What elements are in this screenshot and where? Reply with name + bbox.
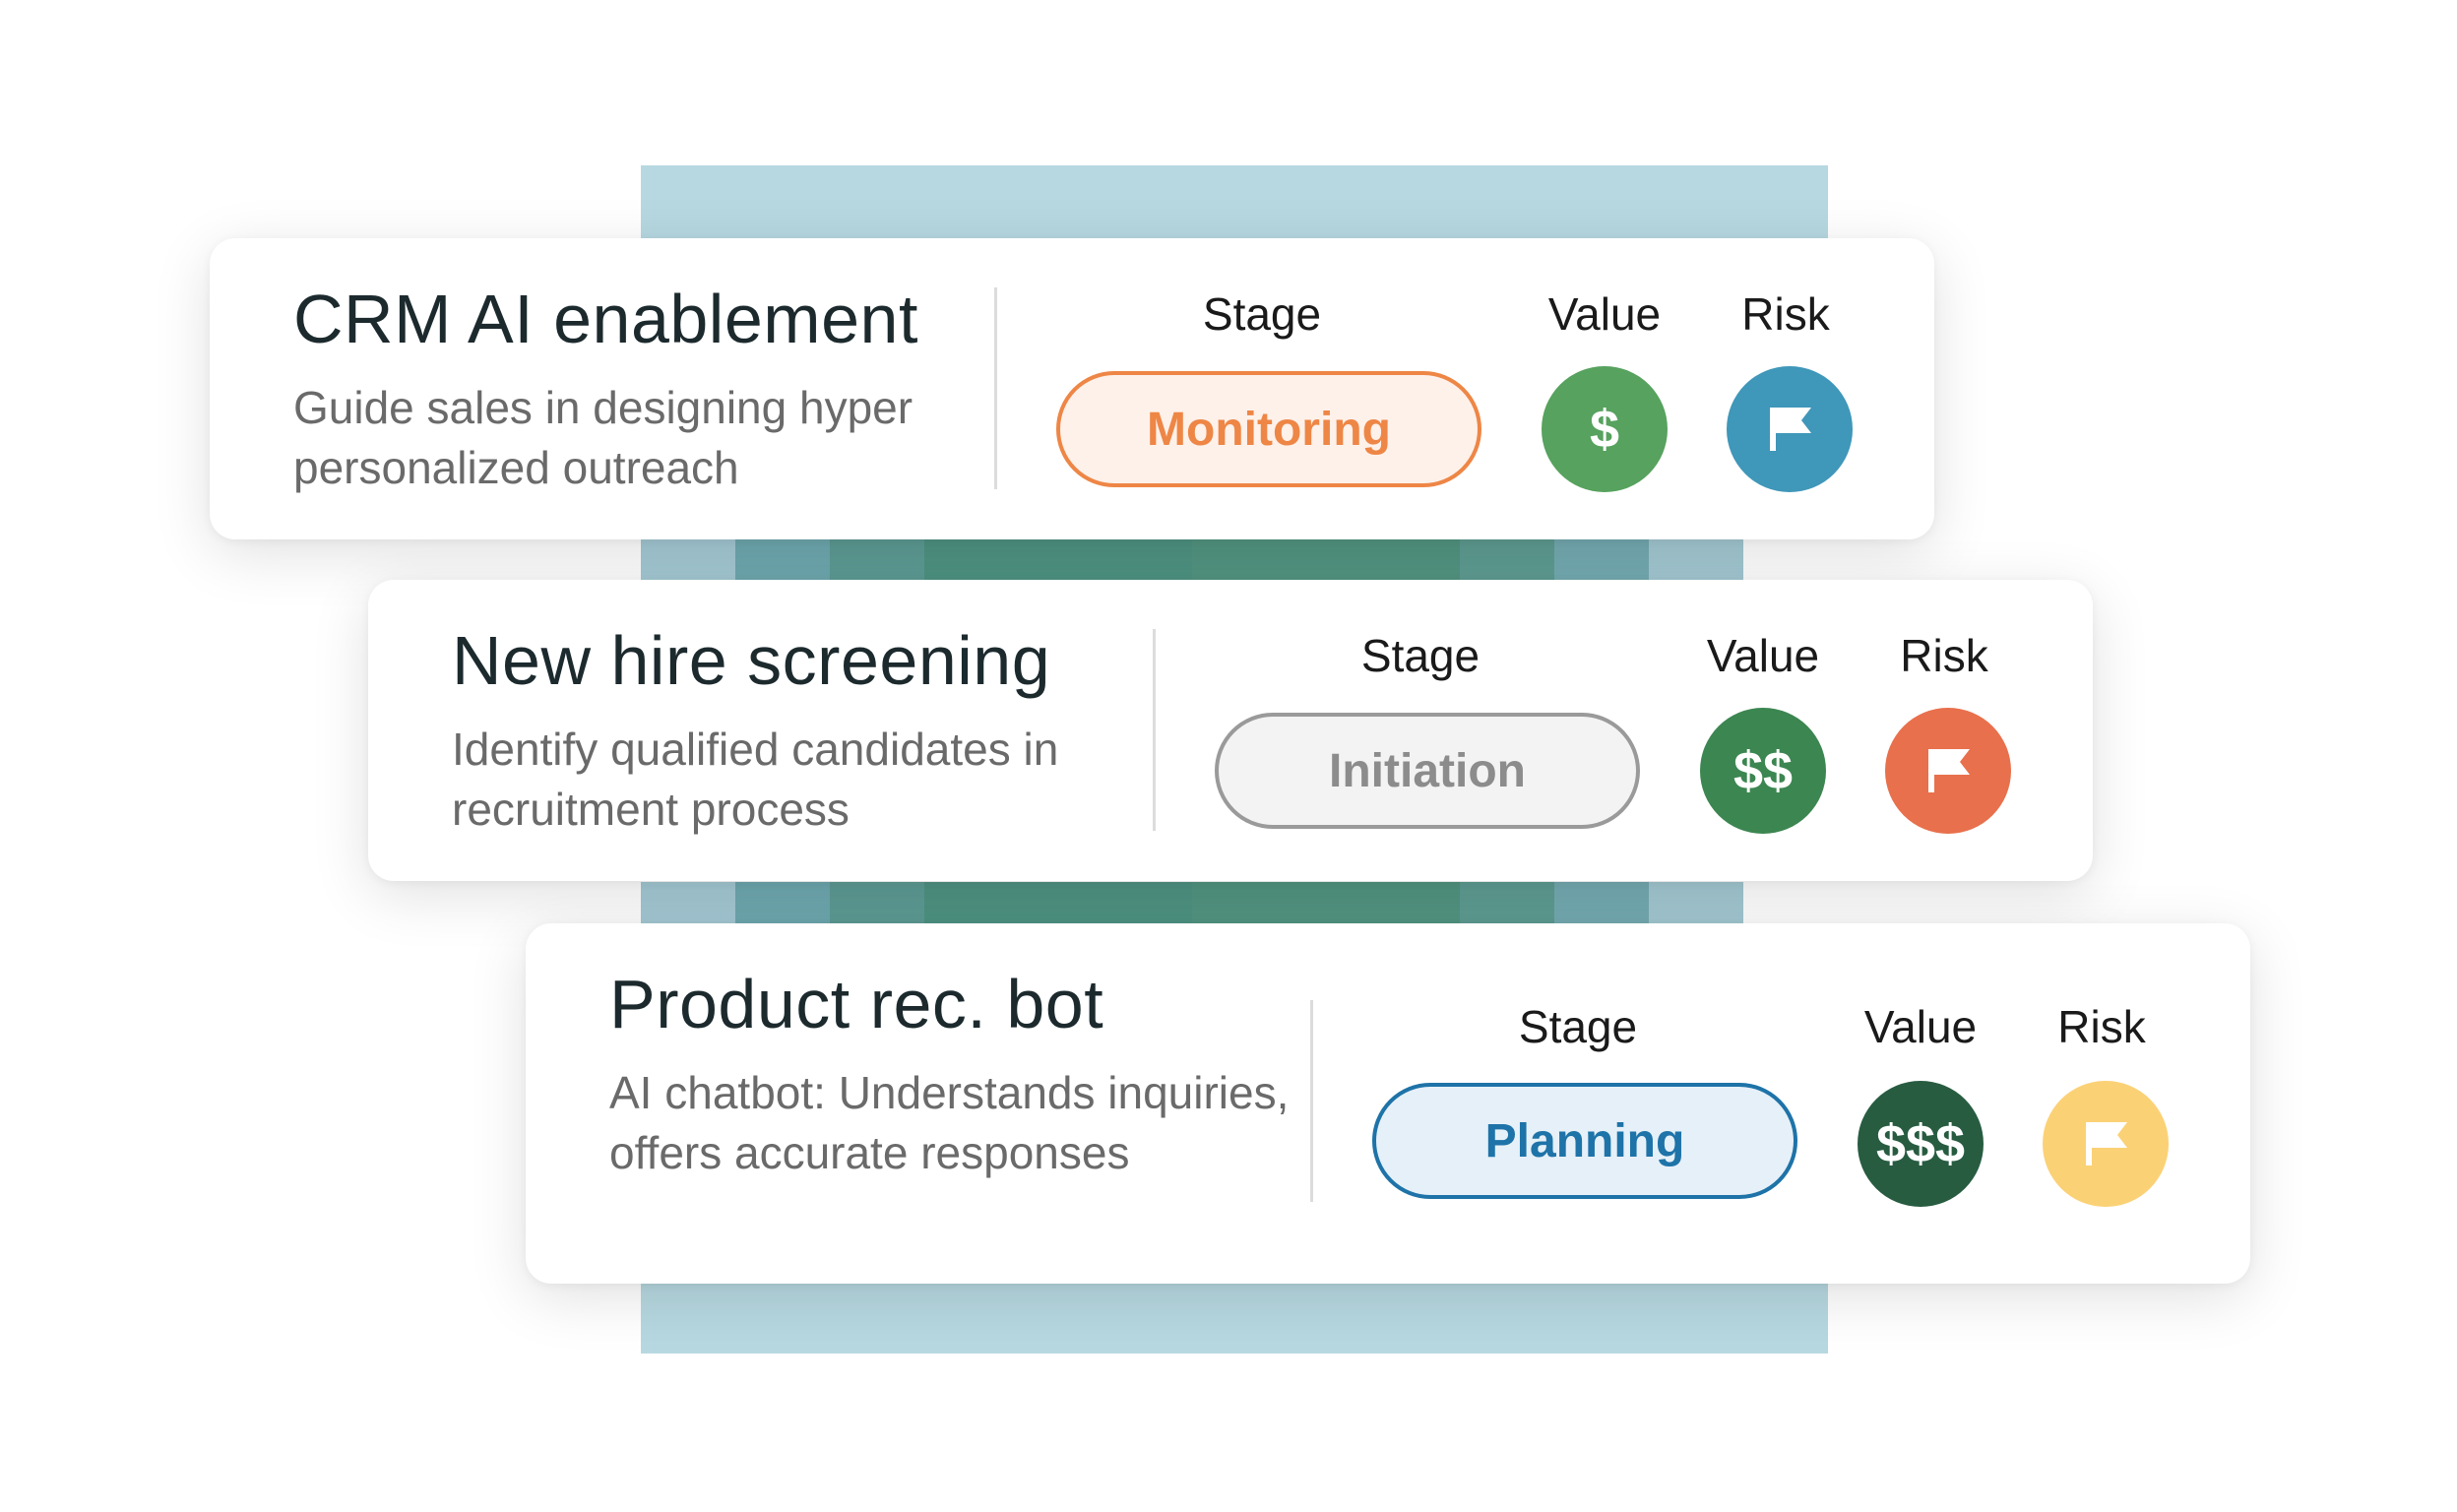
background-band-strip-lower <box>641 882 1828 923</box>
band-segment <box>924 882 1192 923</box>
divider <box>994 287 997 489</box>
value-badge[interactable]: $$ <box>1700 708 1826 834</box>
band-segment <box>1192 539 1460 581</box>
flag-icon <box>1928 749 1970 792</box>
band-segment <box>830 882 924 923</box>
value-badge[interactable]: $$$ <box>1858 1081 1984 1207</box>
project-description: Identify qualified candidates in recruit… <box>452 724 1059 835</box>
band-segment <box>641 539 735 581</box>
value-header: Value <box>1547 288 1662 340</box>
risk-header: Risk <box>1900 630 1988 681</box>
background-band-top <box>641 165 1828 240</box>
band-segment <box>1192 882 1460 923</box>
background-band-bottom <box>641 1283 1828 1354</box>
band-segment <box>1460 882 1554 923</box>
band-segment <box>1554 882 1649 923</box>
band-segment <box>1649 882 1743 923</box>
flag-icon <box>2086 1122 2127 1166</box>
band-segment <box>830 539 924 581</box>
stage-header: Stage <box>1518 1001 1638 1052</box>
project-card-product-rec-bot[interactable]: Product rec. bot AI chatbot: Understands… <box>526 923 2250 1284</box>
stage-header: Stage <box>1202 288 1322 340</box>
stage-badge-initiation[interactable]: Initiation <box>1215 713 1640 829</box>
project-description: Guide sales in designing hyper personali… <box>293 382 914 493</box>
divider <box>1310 1000 1313 1202</box>
value-badge[interactable]: $ <box>1542 366 1668 492</box>
risk-header: Risk <box>2057 1001 2146 1052</box>
band-segment <box>1649 539 1743 581</box>
risk-badge[interactable] <box>1727 366 1853 492</box>
value-header: Value <box>1706 630 1820 681</box>
project-title: CRM AI enablement <box>293 281 918 357</box>
stage-badge-planning[interactable]: Planning <box>1372 1083 1797 1199</box>
project-title: Product rec. bot <box>609 966 1104 1042</box>
band-segment <box>735 882 830 923</box>
band-segment <box>641 882 735 923</box>
project-card-new-hire-screening[interactable]: New hire screening Identify qualified ca… <box>368 580 2093 881</box>
project-title: New hire screening <box>452 622 1051 699</box>
flag-icon <box>1770 408 1811 451</box>
band-segment <box>735 539 830 581</box>
project-description: AI chatbot: Understands inquiries, offer… <box>609 1067 1290 1178</box>
risk-badge[interactable] <box>2043 1081 2169 1207</box>
risk-header: Risk <box>1741 288 1830 340</box>
project-card-crm-ai-enablement[interactable]: CRM AI enablement Guide sales in designi… <box>210 238 1934 539</box>
background-band-strip-upper <box>641 539 1828 581</box>
band-segment <box>1554 539 1649 581</box>
stage-badge-monitoring[interactable]: Monitoring <box>1056 371 1481 487</box>
stage-header: Stage <box>1360 630 1480 681</box>
divider <box>1153 629 1156 831</box>
band-segment <box>924 539 1192 581</box>
value-header: Value <box>1863 1001 1978 1052</box>
risk-badge[interactable] <box>1885 708 2011 834</box>
band-segment <box>1460 539 1554 581</box>
